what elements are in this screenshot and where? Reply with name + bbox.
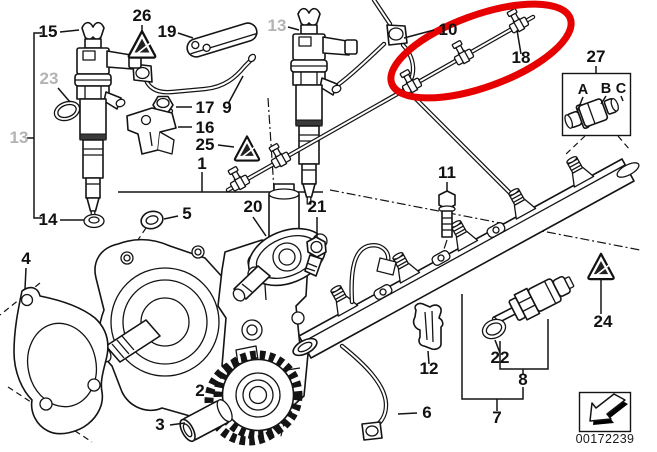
callout-16[interactable]: 16 [196,118,215,137]
injection-pipe-left [132,53,257,95]
shaft-sleeve [179,399,233,443]
sensor-o-ring [481,318,507,340]
callout-6[interactable]: 6 [422,403,431,422]
callout-7[interactable]: 7 [492,408,501,427]
callout-10[interactable]: 10 [439,20,458,39]
callout-22[interactable]: 22 [491,348,510,367]
callout-23[interactable]: 23 [40,69,59,88]
leak-off-line [223,5,536,194]
callout-12[interactable]: 12 [420,359,439,378]
callout-13-left[interactable]: 13 [10,128,29,147]
callout-19[interactable]: 19 [158,22,177,41]
pipe-clamp [412,302,444,351]
callout-17[interactable]: 17 [196,98,215,117]
callout-11[interactable]: 11 [438,163,456,182]
callout-18[interactable]: 18 [512,48,531,67]
sealing-cap [140,210,164,230]
callout-5[interactable]: 5 [182,204,191,223]
callout-13-right[interactable]: 13 [268,16,287,35]
callout-2[interactable]: 2 [195,381,204,400]
regulator-bolt [304,236,327,277]
callout-21[interactable]: 21 [308,197,327,216]
callout-25[interactable]: 25 [196,135,215,154]
callout-9[interactable]: 9 [222,98,231,117]
callout-26[interactable]: 26 [133,6,152,25]
callout-4[interactable]: 4 [21,249,31,268]
callout-labels: 15 26 19 13 23 17 16 25 9 13 10 18 27 A … [10,6,627,434]
fuel-rail [292,152,640,359]
warning-triangle-icon-26 [127,30,157,59]
return-pipe [339,343,389,441]
callout-14[interactable]: 14 [39,210,58,229]
warning-triangle-icon-24 [587,252,615,281]
callout-B[interactable]: B [601,81,611,97]
pump-gasket [13,286,109,435]
callout-8[interactable]: 8 [518,370,527,389]
warning-triangle-icon-25 [233,135,261,162]
callout-24[interactable]: 24 [594,312,613,331]
callout-A[interactable]: A [578,82,589,98]
doc-number: 00172239 [576,432,635,446]
callout-15[interactable]: 15 [39,22,58,41]
red-highlight-ellipse [387,0,575,102]
pump-drive-gear [204,350,303,446]
callout-27[interactable]: 27 [587,47,606,66]
injector-o-ring [53,100,81,122]
fuel-injector-right [290,7,358,205]
doc-number-box: 00172239 [576,391,635,446]
callout-20[interactable]: 20 [244,197,263,216]
injector-bracket [126,107,177,155]
cover-plate [186,22,258,58]
leader-lines [24,25,624,426]
rail-bolt [438,190,456,238]
callout-3[interactable]: 3 [155,415,164,434]
callout-1[interactable]: 1 [197,154,206,173]
callout-C[interactable]: C [616,81,627,97]
doc-arrow-icon [589,393,626,422]
injector-seal-washer [83,213,105,229]
